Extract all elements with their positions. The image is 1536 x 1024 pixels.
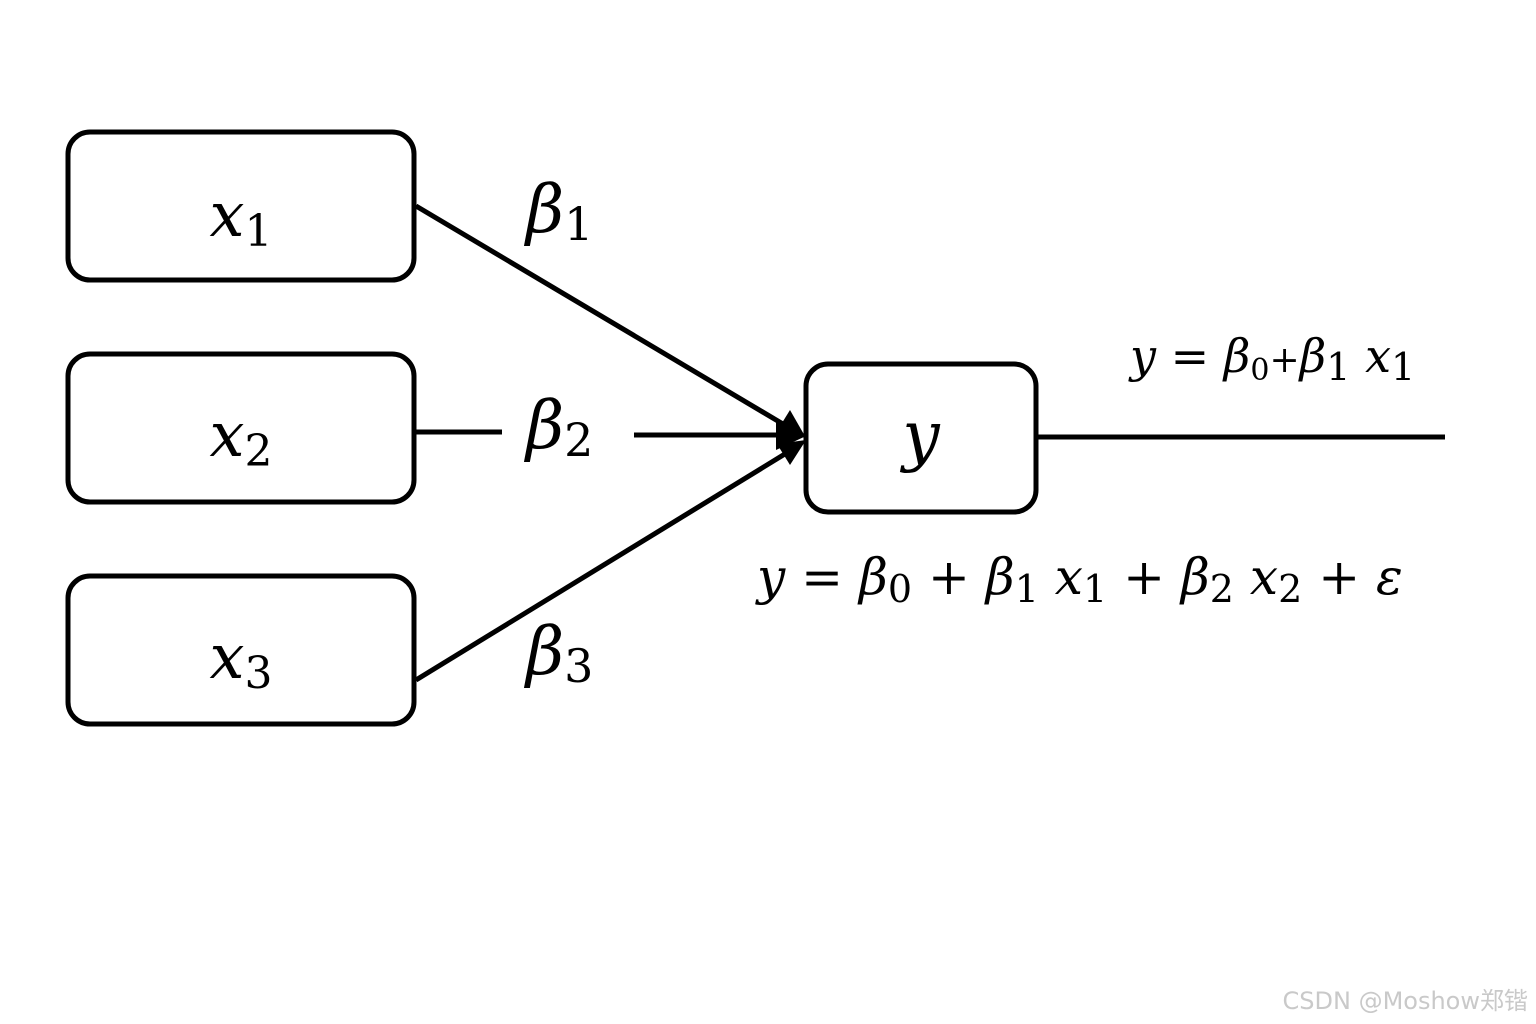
eq-multi-beta0: β [857, 548, 888, 606]
edge-label-b1: β1 [523, 171, 593, 251]
svg-text:x3: x3 [210, 620, 273, 699]
node-x1: x1 [65, 129, 417, 283]
edge-b2-sub: 2 [564, 413, 593, 467]
eq-multi-x1-sub: 1 [1083, 567, 1107, 611]
eq-multi-beta1-sub: 1 [1015, 567, 1039, 611]
eq-multi-y: y [755, 548, 786, 606]
edge-label-b3: β3 [523, 613, 593, 693]
eq-multi-x1: x [1055, 548, 1083, 606]
eq-multi-eq: = [801, 548, 843, 606]
eq-multi-plus3: + [1318, 548, 1360, 606]
edge-label-b2: β2 [523, 387, 593, 467]
eq-multi-x2-sub: 2 [1278, 567, 1302, 611]
node-y-var: y [899, 397, 940, 474]
node-x1-sub: 1 [244, 206, 272, 257]
watermark: CSDN @Moshow郑锴 [1282, 987, 1528, 1015]
eq-multi-beta2-sub: 2 [1210, 567, 1234, 611]
node-x1-var: x [210, 178, 245, 251]
eq-simple-x1-sub: 1 [1391, 345, 1415, 389]
equation-multiple: y = β0 + β1 x1 + β2 x2 + ε [755, 548, 1403, 614]
eq-multi-epsilon: ε [1376, 548, 1403, 606]
edge-b1-sub: 1 [564, 197, 593, 251]
eq-simple-beta0: β [1222, 329, 1251, 383]
svg-text:x2: x2 [210, 398, 273, 477]
arrowhead-x2 [776, 422, 806, 450]
node-x3-sub: 3 [244, 648, 272, 699]
equation-simple: y = β0+β1 x1 [1128, 329, 1415, 391]
arrowhead-x3 [777, 440, 806, 465]
eq-multi-beta0-sub: 0 [888, 567, 912, 611]
node-x3: x3 [65, 573, 417, 727]
eq-simple-beta1: β [1298, 329, 1327, 383]
eq-simple-beta0-sub: 0 [1250, 353, 1269, 388]
edge-b1-var: β [523, 171, 564, 248]
node-y: y [803, 361, 1039, 515]
eq-multi-beta2: β [1179, 548, 1210, 606]
eq-simple-x: x [1365, 329, 1391, 383]
edge-x3-y [414, 446, 795, 683]
eq-simple-beta1-sub: 1 [1326, 345, 1350, 389]
eq-multi-beta1: β [984, 548, 1015, 606]
node-x2: x2 [65, 351, 417, 505]
node-x2-sub: 2 [244, 426, 272, 477]
edge-x1-y [414, 203, 795, 433]
edge-b3-sub: 3 [564, 639, 593, 693]
edge-b2-var: β [523, 387, 564, 464]
eq-simple-y: y [1128, 329, 1157, 383]
eq-multi-plus2: + [1123, 548, 1165, 606]
eq-simple-plus: + [1269, 340, 1299, 381]
node-x2-var: x [210, 398, 245, 471]
edge-b3-var: β [523, 613, 564, 690]
node-x3-var: x [210, 620, 245, 693]
svg-text:x1: x1 [210, 178, 273, 257]
eq-simple-eq: = [1171, 329, 1210, 383]
eq-multi-plus1: + [928, 548, 970, 606]
eq-multi-x2: x [1250, 548, 1278, 606]
